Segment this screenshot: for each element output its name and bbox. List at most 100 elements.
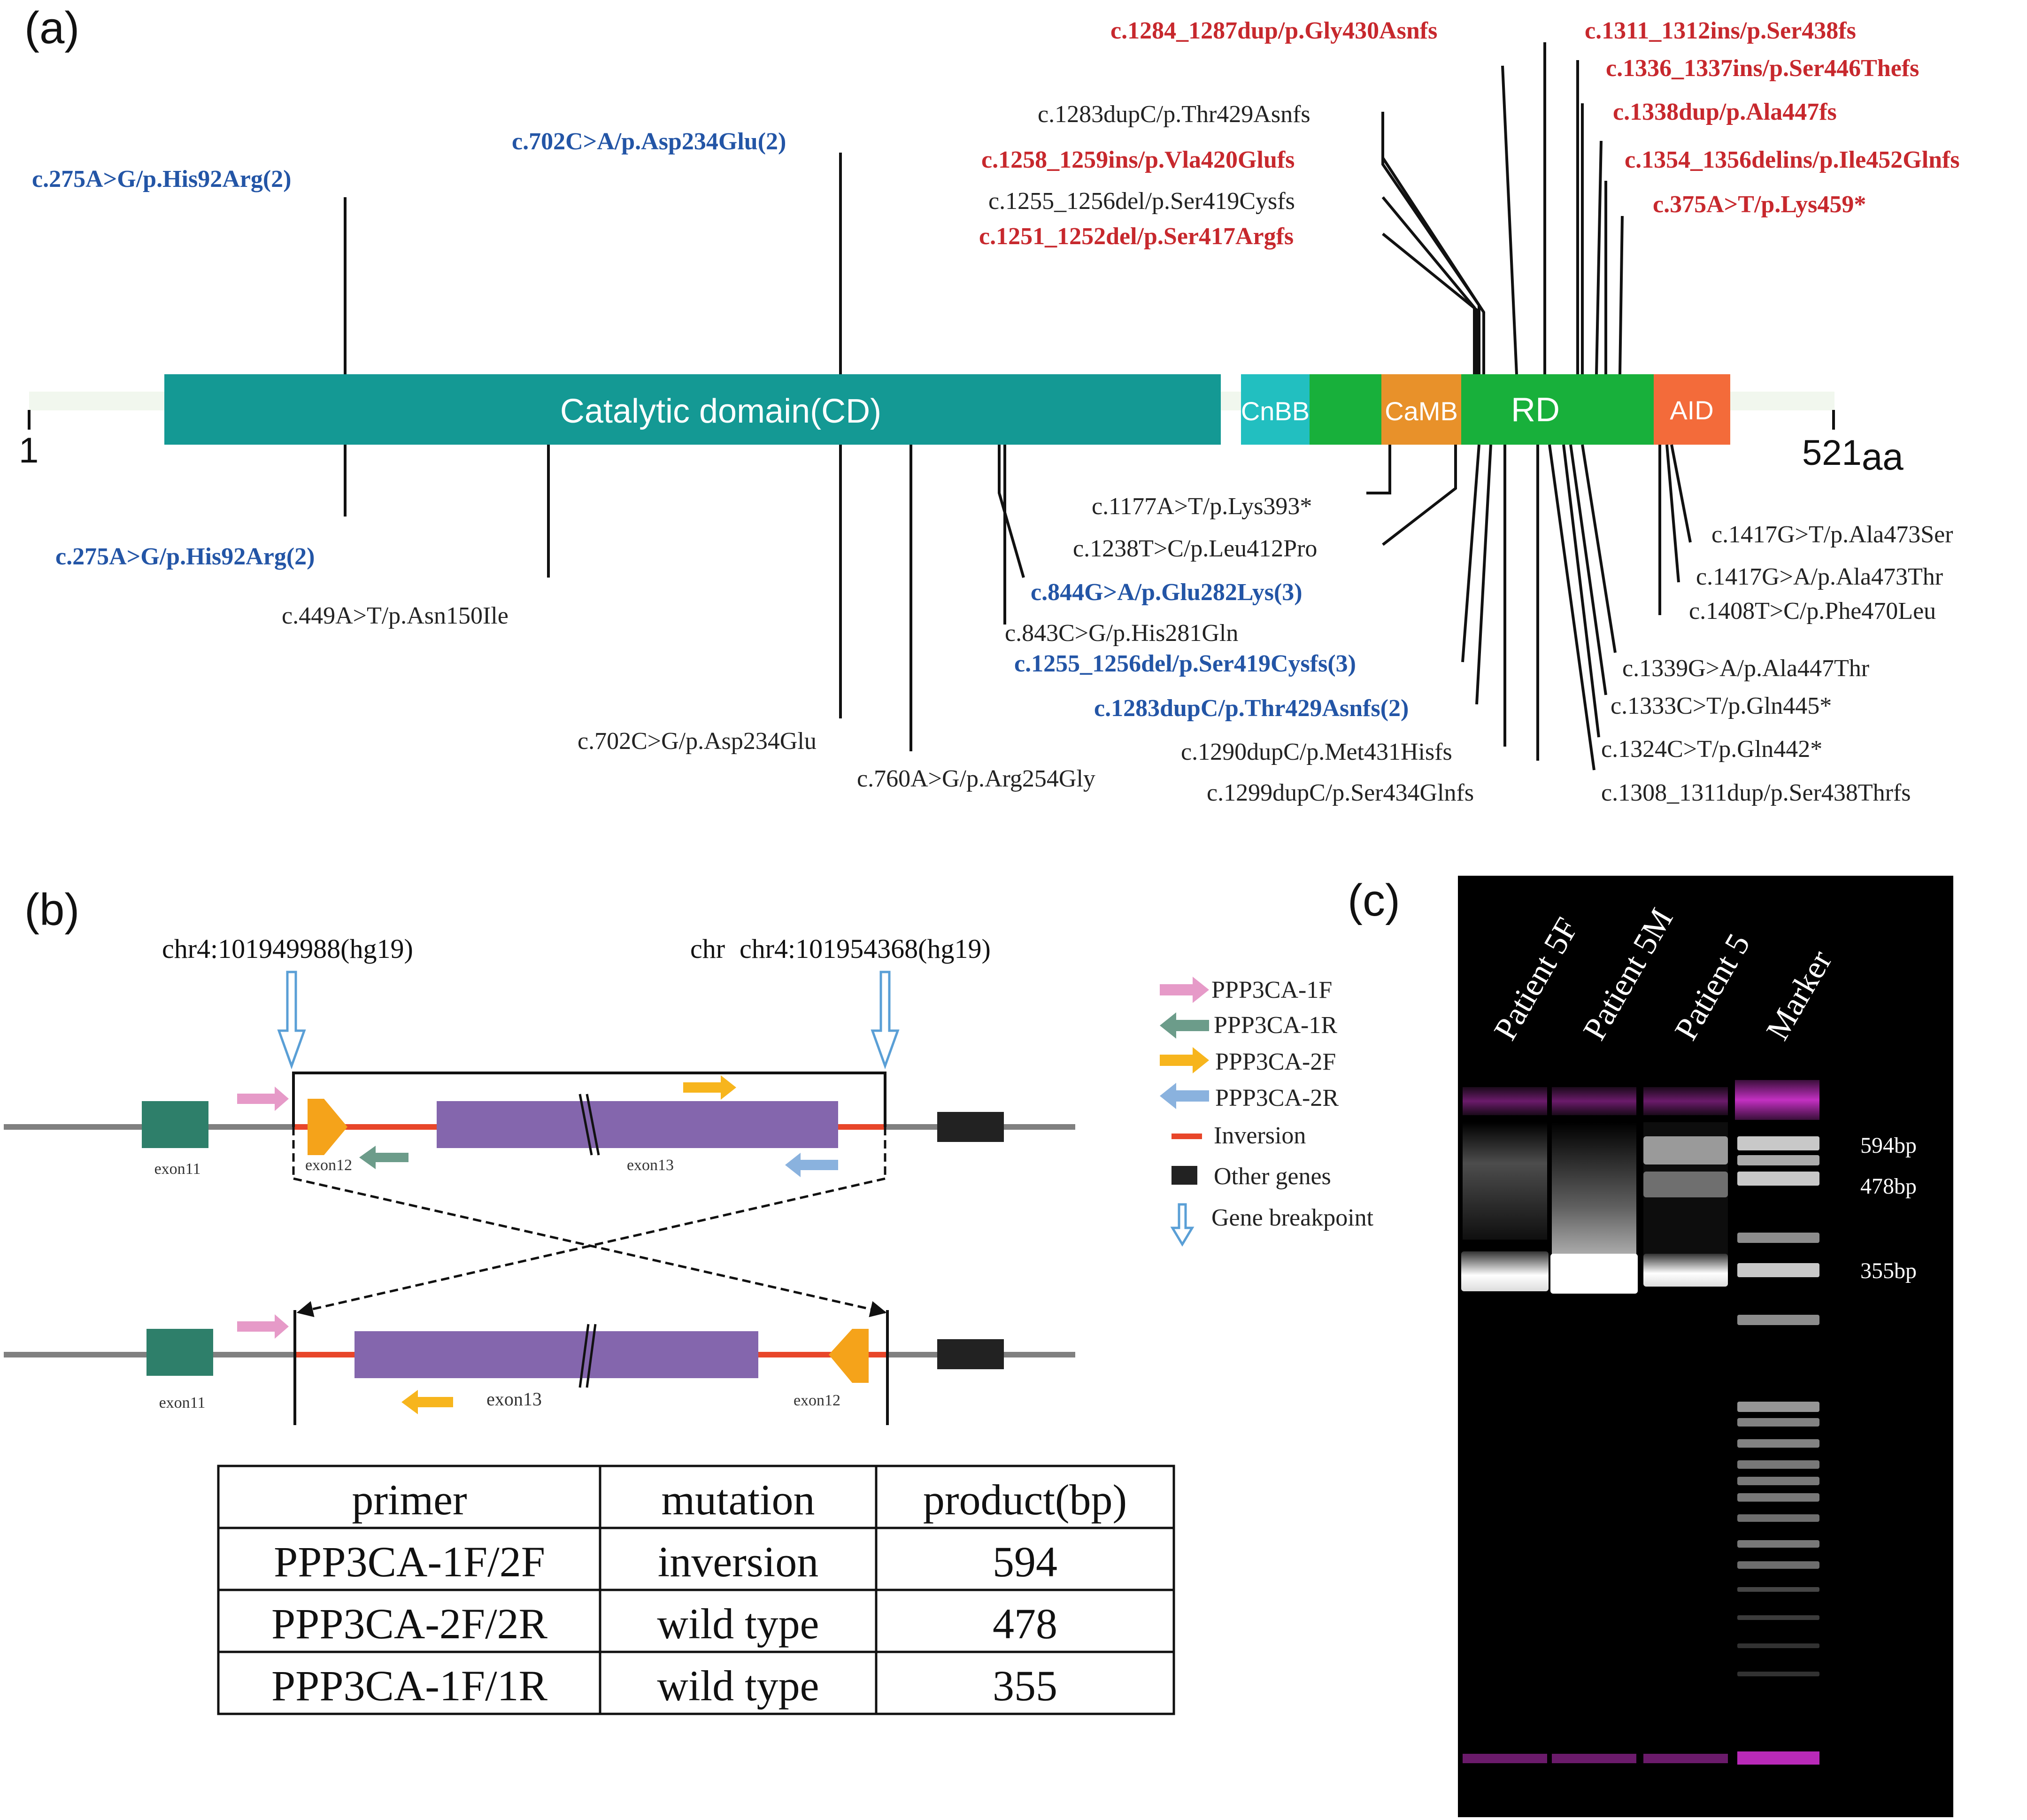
mutation-above-label: c.275A>G/p.His92Arg(2)	[32, 166, 291, 193]
primer-table: primer mutation product(bp) PPP3CA-1F/2F…	[217, 1465, 1175, 1715]
start-position-label: 1	[19, 431, 39, 470]
marker-band	[1737, 1514, 1819, 1522]
exon12-box-top	[308, 1099, 347, 1155]
leader-lines-above	[344, 42, 1624, 375]
mutation-below-label: c.449A>T/p.Asn150Ile	[282, 602, 509, 629]
dye-front-lane-2	[1552, 1754, 1636, 1763]
panel-c-label: (c)	[1348, 875, 1400, 925]
cnbb-domain	[1241, 374, 1310, 445]
marker-band	[1737, 1672, 1819, 1676]
mutation-below-label: c.1308_1311dup/p.Ser438Thrfs	[1601, 779, 1911, 806]
marker-band	[1737, 1263, 1819, 1277]
breakpoint-arrow-right	[871, 971, 900, 1070]
marker-band	[1737, 1561, 1819, 1569]
inversion-bracket-top	[292, 1072, 886, 1127]
well-lane-2	[1552, 1087, 1636, 1115]
band-478-lane-3	[1643, 1172, 1728, 1197]
gel-image	[1458, 876, 1953, 1817]
primer-2f-arrow-top	[683, 1075, 736, 1100]
leader-lines-below	[344, 444, 1692, 771]
mutation-above-label: c.1283dupC/p.Thr429Asnfs	[1038, 101, 1310, 128]
legend-breakpoint-icon	[1170, 1203, 1195, 1247]
mutation-below-label: c.1238T>C/p.Leu412Pro	[1073, 535, 1317, 562]
mutation-below-label: c.1290dupC/p.Met431Hisfs	[1181, 739, 1452, 765]
breakpoint-right-label: chr4:101954368(hg19)	[740, 933, 991, 964]
primer-1f-arrow-top	[237, 1087, 289, 1111]
legend-primer-2r-icon	[1160, 1083, 1209, 1109]
table-cell: wild type	[657, 1600, 819, 1648]
mutation-below-label: c.1339G>A/p.Ala447Thr	[1622, 655, 1869, 682]
table-cell: PPP3CA-1F/1R	[271, 1662, 548, 1710]
smear-lane-1	[1463, 1122, 1547, 1240]
mutation-above-label: c.1251_1252del/p.Ser417Argfs	[979, 223, 1294, 250]
well-lane-1	[1463, 1087, 1547, 1115]
mutation-below-label: c.1299dupC/p.Ser434Glnfs	[1207, 779, 1474, 806]
break-mark-bottom	[578, 1324, 597, 1388]
camb-domain-label: CaMB	[1385, 396, 1458, 426]
table-cell: PPP3CA-1F/2F	[274, 1538, 545, 1586]
marker-ladder	[1737, 1136, 1819, 1676]
band-355-lane-2	[1550, 1254, 1638, 1294]
catalytic-domain	[164, 374, 1221, 445]
marker-band	[1737, 1136, 1819, 1150]
camb-domain	[1381, 374, 1461, 445]
mutation-labels-above: c.275A>G/p.His92Arg(2) c.702C>A/p.Asp234…	[32, 17, 1960, 250]
exon11-box-bottom	[146, 1329, 213, 1376]
table-cell: PPP3CA-2F/2R	[271, 1600, 548, 1648]
legend-label: Gene breakpoint	[1211, 1204, 1374, 1231]
rd-domain-label: RD	[1511, 391, 1560, 429]
mutation-below-label: c.275A>G/p.His92Arg(2)	[55, 543, 315, 570]
exon11-box-top	[142, 1101, 208, 1148]
breakpoint-left-label: chr4:101949988(hg19)	[162, 933, 413, 964]
marker-band	[1737, 1155, 1819, 1165]
exon13-label-top: exon13	[627, 1157, 674, 1174]
exon12-box-bottom	[829, 1329, 869, 1383]
table-cell: 594	[993, 1538, 1057, 1586]
catalytic-domain-label: Catalytic domain(CD)	[560, 393, 881, 430]
band-355-lane-1	[1461, 1251, 1549, 1291]
legend-label: Other genes	[1214, 1163, 1331, 1190]
table-header: product(bp)	[923, 1476, 1127, 1524]
dye-front-marker	[1737, 1751, 1819, 1765]
cross-line-2	[296, 1177, 886, 1318]
well-marker	[1735, 1080, 1819, 1120]
legend-primer-2f-icon	[1160, 1047, 1209, 1073]
exon13-box-top	[437, 1101, 838, 1148]
panel-a-label: (a)	[24, 3, 79, 53]
table-cell: 478	[993, 1600, 1057, 1648]
legend-label: PPP3CA-1R	[1214, 1012, 1337, 1039]
mutation-below-label: c.760A>G/p.Arg254Gly	[857, 765, 1095, 792]
band-355-lane-3	[1643, 1254, 1728, 1287]
legend-label: Inversion	[1214, 1122, 1306, 1149]
mutation-below-label: c.1324C>T/p.Gln442*	[1601, 736, 1822, 763]
panel-b-label: (b)	[24, 885, 79, 935]
mutation-below-label: c.1177A>T/p.Lys393*	[1092, 493, 1312, 520]
legend-label: PPP3CA-1F	[1211, 977, 1332, 1003]
exon13-label-bottom: exon13	[486, 1388, 542, 1410]
marker-band	[1737, 1615, 1819, 1620]
marker-band	[1737, 1233, 1819, 1243]
primer-1f-arrow-bottom	[237, 1314, 289, 1339]
legend-other-genes-icon	[1171, 1166, 1197, 1185]
legend-label: PPP3CA-2F	[1215, 1049, 1336, 1075]
band-size-labels: 594bp 478bp 355bp	[1860, 1133, 1917, 1283]
legend-primer-1f-icon	[1160, 977, 1209, 1003]
primer-2f-arrow-bottom	[401, 1390, 453, 1414]
other-gene-bottom	[937, 1339, 1004, 1369]
marker-band	[1737, 1439, 1819, 1448]
mutation-below-label: c.1408T>C/p.Phe470Leu	[1689, 598, 1936, 625]
green-segment	[1310, 374, 1654, 445]
primer-1r-arrow-top	[359, 1146, 408, 1169]
other-gene-top	[937, 1112, 1004, 1142]
panel-a: (a) 1 521aa Catalytic domain(CD) CnBB Ca…	[19, 3, 1960, 806]
band-594-lane-3	[1643, 1136, 1728, 1164]
table-header: primer	[352, 1476, 467, 1524]
panel-b: (b) chr4:101949988(hg19) chr chr4:101954…	[4, 885, 1374, 1715]
break-mark-top	[578, 1094, 600, 1156]
legend-label: PPP3CA-2R	[1215, 1085, 1339, 1111]
mutation-above-label: c.1255_1256del/p.Ser419Cysfs	[988, 188, 1295, 215]
band-size-label: 478bp	[1860, 1174, 1917, 1199]
end-position-label: 521aa	[1802, 433, 1904, 478]
aid-domain-label: AID	[1670, 395, 1713, 425]
exon13-box-bottom	[355, 1331, 758, 1378]
